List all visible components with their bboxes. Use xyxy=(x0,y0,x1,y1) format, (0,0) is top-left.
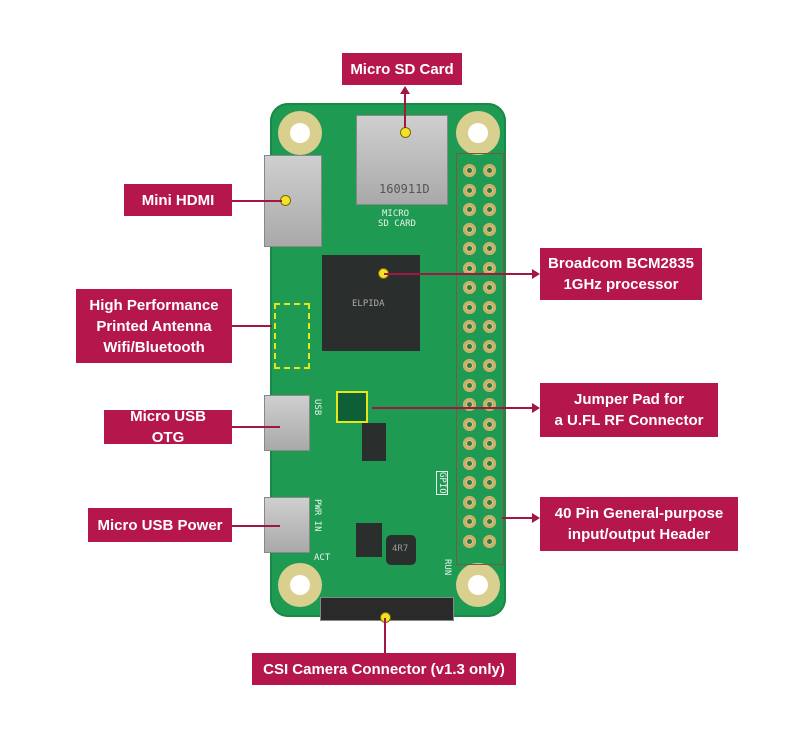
mounting-hole xyxy=(278,111,322,155)
label-micro-sd-card: Micro SD Card xyxy=(342,53,462,85)
gpio-pin xyxy=(483,281,496,294)
gpio-pin xyxy=(463,359,476,372)
wifi-chip xyxy=(362,423,386,461)
connector-line xyxy=(502,517,532,519)
gpio-pin xyxy=(483,300,496,314)
connector-line xyxy=(384,618,386,653)
gpio-pin xyxy=(483,359,496,372)
arrow-up-icon xyxy=(400,86,410,94)
mounting-hole xyxy=(278,563,322,607)
connector-line xyxy=(384,273,532,275)
antenna-highlight xyxy=(274,303,310,369)
micro-usb-otg-port xyxy=(264,395,310,451)
raspberry-pi-zero-w-board: 160911D MICRO SD CARD ELPIDA USB PWR IN … xyxy=(264,103,506,621)
label-mini-hdmi: Mini HDMI xyxy=(124,184,232,216)
gpio-pin xyxy=(483,476,496,489)
gpio-pin xyxy=(483,437,496,450)
connector-line xyxy=(232,525,280,527)
gpio-pin xyxy=(463,398,476,411)
gpio-pin xyxy=(483,222,496,236)
gpio-header xyxy=(456,153,504,565)
gpio-pin xyxy=(483,495,496,509)
label-micro-usb-power: Micro USB Power xyxy=(88,508,232,542)
connector-line xyxy=(232,325,272,327)
gpio-pin xyxy=(483,515,496,528)
gpio-pin xyxy=(483,417,496,431)
connector-line xyxy=(404,92,406,128)
gpio-pin xyxy=(483,203,496,216)
gpio-pin xyxy=(463,378,476,392)
micro-usb-power-port xyxy=(264,497,310,553)
gpio-pin xyxy=(483,398,496,411)
gpio-pin xyxy=(463,164,476,177)
gpio-pin xyxy=(463,417,476,431)
gpio-pin xyxy=(463,261,476,275)
gpio-pin xyxy=(483,534,496,548)
gpio-pin xyxy=(463,281,476,294)
gpio-pin xyxy=(463,183,476,197)
gpio-pin xyxy=(463,515,476,528)
gpio-pin xyxy=(483,183,496,197)
gpio-pin xyxy=(463,300,476,314)
arrow-right-icon xyxy=(532,513,540,523)
gpio-pin xyxy=(463,476,476,489)
label-csi-camera-connector: CSI Camera Connector (v1.3 only) xyxy=(252,653,516,685)
gpio-pin xyxy=(483,456,496,470)
mounting-hole xyxy=(456,111,500,155)
jumper-pad-highlight xyxy=(336,391,368,423)
gpio-pin xyxy=(483,320,496,333)
arrow-right-icon xyxy=(532,403,540,413)
gpio-pin xyxy=(463,222,476,236)
connector-line xyxy=(232,200,282,202)
gpio-pin xyxy=(483,242,496,255)
gpio-pin xyxy=(463,339,476,353)
gpio-pin xyxy=(483,378,496,392)
arrow-right-icon xyxy=(532,269,540,279)
processor-chip: ELPIDA xyxy=(322,255,420,351)
gpio-pin xyxy=(483,164,496,177)
gpio-pin xyxy=(463,456,476,470)
gpio-pin xyxy=(463,242,476,255)
power-chip xyxy=(356,523,382,557)
mounting-hole xyxy=(456,563,500,607)
gpio-pin xyxy=(463,495,476,509)
gpio-pin xyxy=(463,534,476,548)
marker-dot xyxy=(400,127,411,138)
gpio-pin xyxy=(463,437,476,450)
connector-line xyxy=(372,407,532,409)
label-micro-usb-otg: Micro USB OTG xyxy=(104,408,232,446)
gpio-pin xyxy=(463,320,476,333)
gpio-pin xyxy=(483,339,496,353)
gpio-pin xyxy=(483,261,496,275)
inductor: 4R7 xyxy=(386,535,416,565)
connector-line xyxy=(232,426,280,428)
gpio-pin xyxy=(463,203,476,216)
